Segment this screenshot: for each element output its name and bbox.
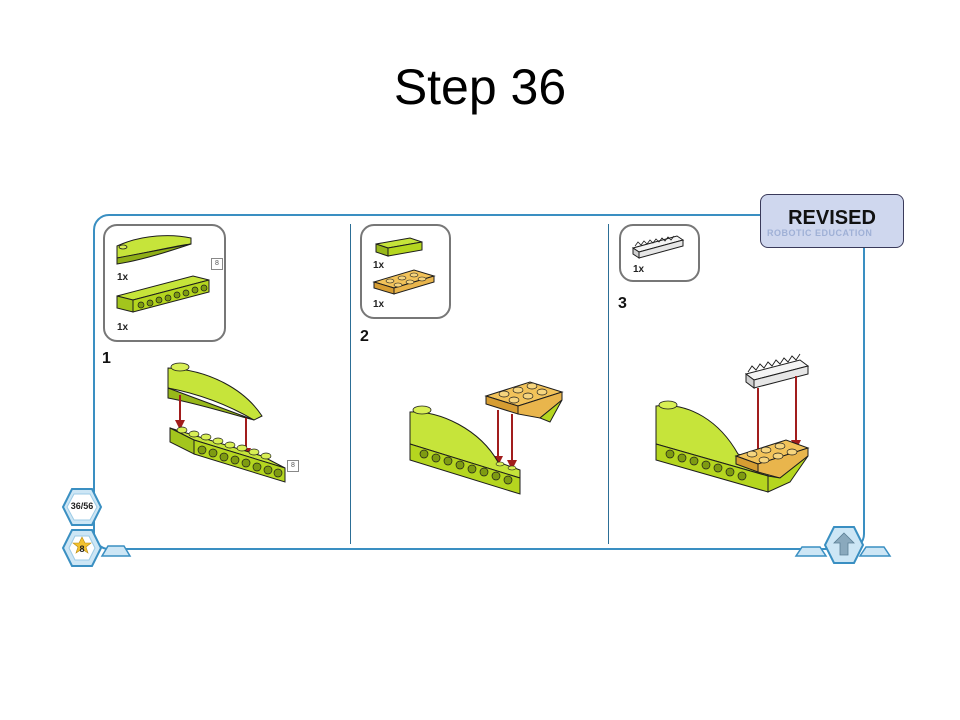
slide-title: Step 36: [393, 59, 567, 115]
score-counter: 8: [79, 544, 85, 554]
part-qty: 1x: [117, 322, 129, 333]
panel-divider-2: [608, 224, 609, 544]
arrow-up-icon: [833, 532, 855, 556]
revised-badge: ROBOTIC EDUCATION REVISED: [760, 194, 904, 248]
badge-watermark: ROBOTIC EDUCATION: [767, 228, 873, 238]
revised-label: REVISED: [788, 207, 876, 229]
part-qty: 1x: [633, 264, 645, 275]
nav-hex-left[interactable]: [794, 545, 828, 557]
step-number: 3: [618, 295, 627, 312]
home-up-button[interactable]: [823, 525, 865, 564]
build-illustration-3: [655, 353, 810, 493]
parts-illustration-1: [116, 235, 210, 313]
nav-hex-right[interactable]: [858, 545, 892, 557]
length-indicator: 8: [287, 460, 299, 472]
step-number: 1: [102, 350, 111, 367]
part-qty: 1x: [117, 272, 129, 283]
step-number: 2: [360, 328, 369, 345]
score-hex-badge[interactable]: [61, 528, 103, 567]
progress-hex-badge[interactable]: [61, 487, 103, 527]
part-qty: 1x: [373, 260, 385, 271]
nav-hex-partial[interactable]: [100, 544, 132, 557]
parts-illustration-2: [372, 237, 436, 295]
length-indicator: 8: [211, 258, 223, 270]
build-illustration-2: [409, 381, 564, 495]
build-illustration-1: [167, 362, 286, 483]
part-qty: 1x: [373, 299, 385, 310]
progress-counter: 36/56: [70, 501, 94, 511]
panel-divider-1: [350, 224, 351, 544]
parts-illustration-3: [631, 235, 685, 259]
